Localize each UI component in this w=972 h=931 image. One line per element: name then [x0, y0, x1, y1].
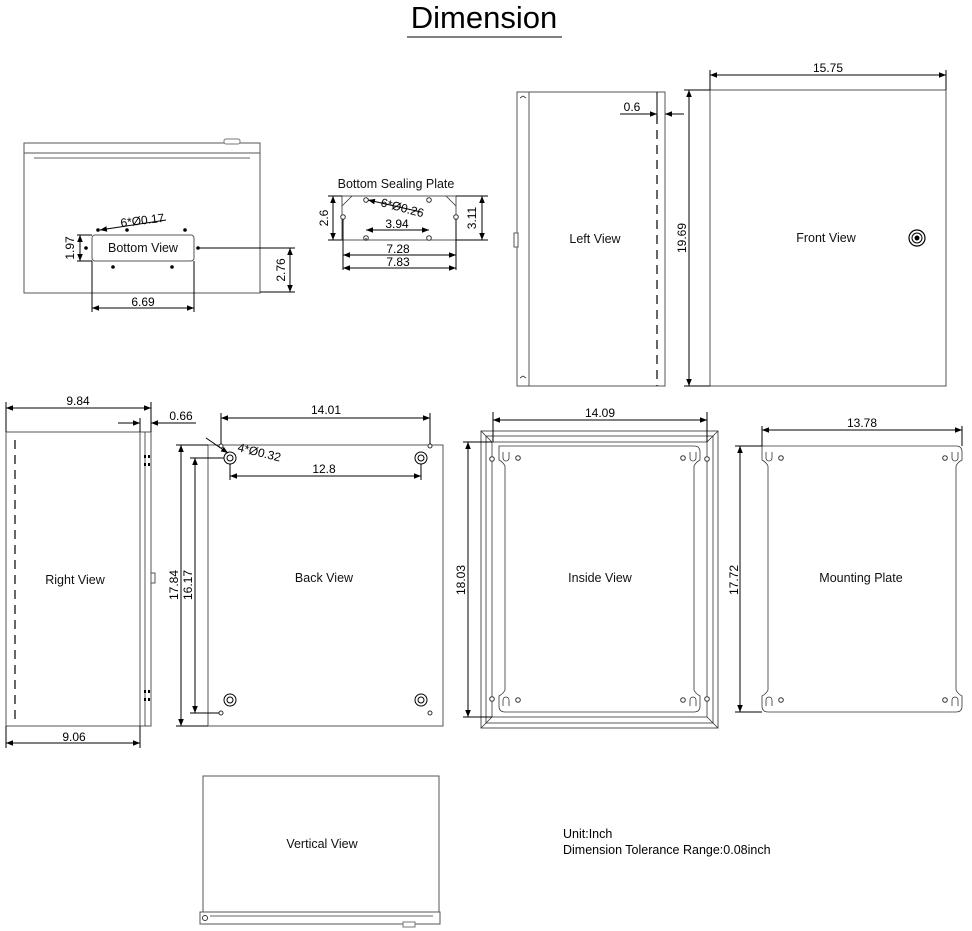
inside-height-dim: 18.03 — [454, 565, 468, 595]
inside-view-drawing — [463, 412, 719, 729]
back-hole-span-y-dim: 16.17 — [181, 570, 195, 600]
mount-width-dim: 13.78 — [847, 416, 877, 430]
right-flange-dim: 0.66 — [169, 409, 193, 423]
front-view-drawing — [684, 70, 947, 387]
bottom-view-label: Bottom View — [108, 241, 179, 255]
plate-hole-inner-dim: 3.94 — [385, 217, 409, 231]
right-view-drawing — [5, 402, 196, 748]
sealing-plate-drawing — [328, 195, 488, 271]
plate-hole-span-dim: 7.28 — [386, 242, 410, 256]
sealing-plate-label: Bottom Sealing Plate — [338, 177, 455, 191]
plate-height-outer-dim: 3.11 — [465, 206, 479, 229]
bottom-depth-dim: 2.76 — [274, 258, 288, 282]
right-depth-dim: 9.84 — [66, 394, 90, 408]
back-width-dim: 14.01 — [311, 403, 341, 417]
vertical-view-drawing — [199, 775, 441, 928]
bottom-cut-height-dim: 1.97 — [63, 236, 77, 260]
mounting-plate-label: Mounting Plate — [819, 571, 902, 585]
back-height-dim: 17.84 — [167, 570, 181, 600]
bottom-cut-width-dim: 6.69 — [131, 295, 155, 309]
mount-height-dim: 17.72 — [727, 565, 741, 595]
plate-width-dim: 7.83 — [386, 255, 410, 269]
front-height-dim: 19.69 — [675, 223, 689, 253]
inside-view-label: Inside View — [568, 571, 633, 585]
bottom-view-drawing — [23, 138, 295, 312]
front-width-dim: 15.75 — [813, 61, 843, 75]
bottom-holes-dim: 6*Ø0.17 — [120, 211, 166, 230]
front-view-label: Front View — [796, 231, 856, 245]
left-view-label: Left View — [569, 232, 621, 246]
right-view-label: Right View — [45, 573, 105, 587]
tolerance-note: Dimension Tolerance Range:0.08inch — [563, 843, 771, 857]
unit-note: Unit:Inch — [563, 827, 612, 841]
inside-width-dim: 14.09 — [585, 406, 615, 420]
left-view-drawing — [513, 91, 684, 387]
back-view-drawing — [176, 413, 444, 727]
right-body-depth-dim: 9.06 — [62, 730, 86, 744]
vertical-view-label: Vertical View — [286, 837, 358, 851]
plate-height-dim: 2.6 — [317, 209, 331, 226]
mounting-plate-drawing — [735, 426, 963, 713]
back-hole-span-x-dim: 12.8 — [312, 462, 336, 476]
left-hinge-offset-dim: 0.6 — [624, 100, 641, 114]
back-view-label: Back View — [295, 571, 354, 585]
page-title: Dimension — [411, 0, 557, 35]
